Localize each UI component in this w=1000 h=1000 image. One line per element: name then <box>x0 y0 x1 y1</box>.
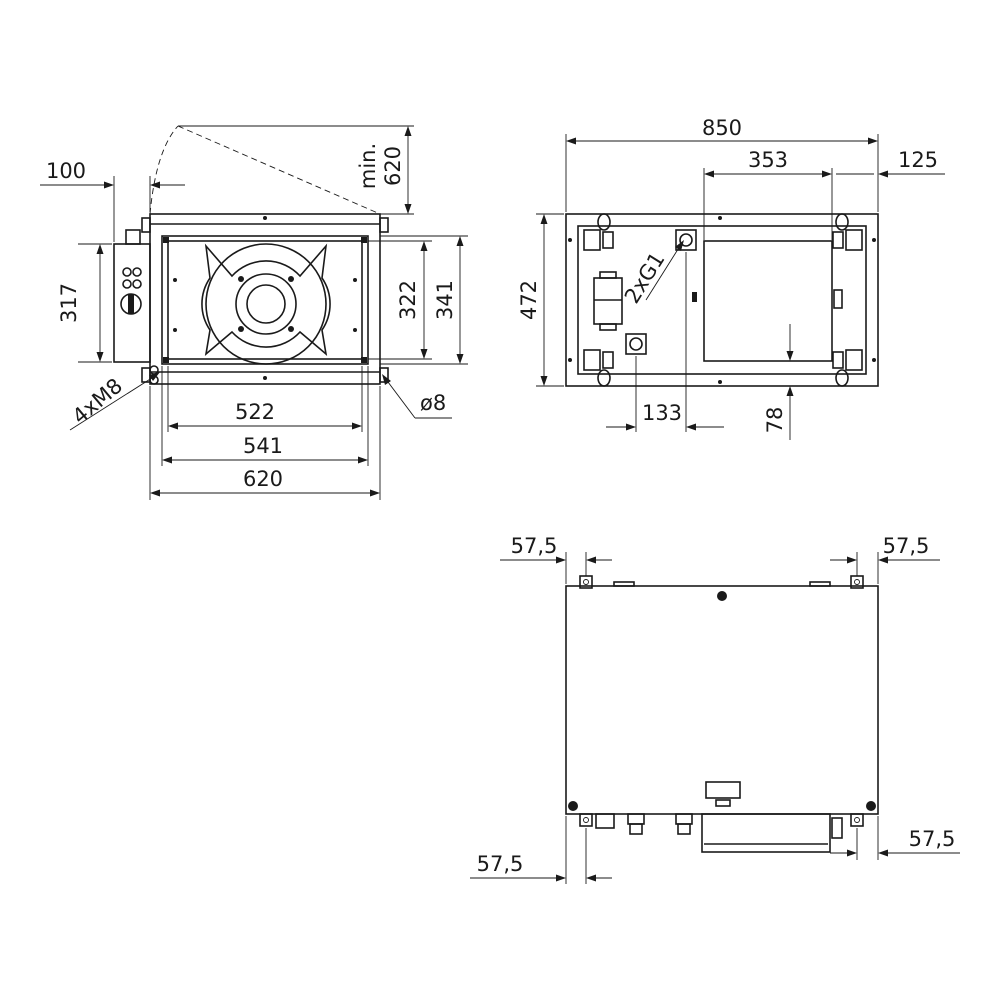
bolts-4xm8-label: 4xM8 <box>68 374 127 429</box>
top-side-component <box>593 277 623 325</box>
dim-57-5-bottom-left-label: 57,5 <box>477 852 524 876</box>
dim-850-label: 850 <box>702 116 742 140</box>
water-connector-1 <box>675 229 697 251</box>
dim-100-label: 100 <box>46 159 86 183</box>
dim-620-label: 620 <box>243 467 283 491</box>
dim-322-label: 322 <box>396 280 420 320</box>
dim-522-label: 522 <box>235 400 275 424</box>
clearance-620-label: 620 <box>381 146 405 186</box>
fan-motor-ring <box>235 273 297 335</box>
water-connector-2 <box>625 333 647 355</box>
fan-motor-hub <box>246 284 286 324</box>
bottom-view: 57,5 57,5 57,5 57,5 <box>470 534 960 884</box>
top-filter-panel <box>703 240 833 362</box>
dim-341-label: 341 <box>433 280 457 320</box>
condensate-tray <box>701 813 831 853</box>
top-inner-frame <box>577 225 867 375</box>
dim-353-label: 353 <box>748 148 788 172</box>
dim-57-5-top-right-label: 57,5 <box>883 534 930 558</box>
door-swing-arc <box>149 125 179 215</box>
clearance-min-label: min. <box>356 143 380 189</box>
front-flange-outer <box>161 235 369 365</box>
front-flange-inner <box>167 240 363 360</box>
bottom-panel <box>565 585 879 815</box>
dim-541-label: 541 <box>243 434 283 458</box>
dim-57-5-bottom-right-label: 57,5 <box>909 827 956 851</box>
dim-317-label: 317 <box>57 283 81 323</box>
dim-472-label: 472 <box>517 280 541 320</box>
top-outer-frame <box>565 213 879 387</box>
dim-57-5-top-left-label: 57,5 <box>511 534 558 558</box>
front-view: 522 541 620 100 317 322 341 min. 620 4xM… <box>40 125 468 500</box>
connection-2xg1-label: 2xG1 <box>620 248 670 308</box>
hole-diameter-label: ø8 <box>420 391 446 415</box>
dim-78-label: 78 <box>763 407 787 434</box>
fan-impeller <box>205 243 327 365</box>
dim-125-label: 125 <box>898 148 938 172</box>
fan-spider <box>201 243 331 357</box>
dim-133-label: 133 <box>642 401 682 425</box>
top-view: 850 353 125 472 133 78 2xG1 <box>517 116 945 440</box>
